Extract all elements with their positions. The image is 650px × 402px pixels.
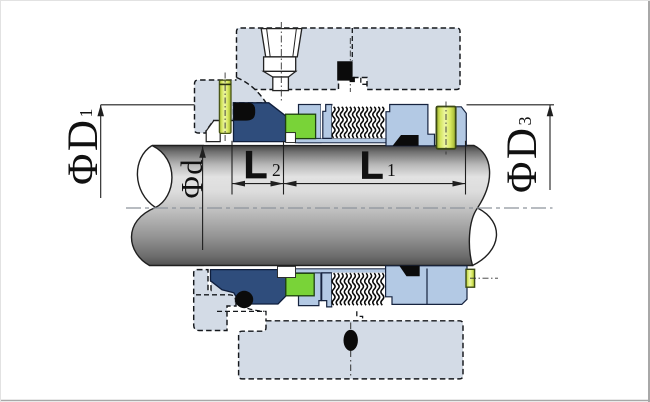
svg-text:1: 1 — [387, 160, 396, 180]
svg-text:L: L — [360, 145, 384, 188]
svg-text:Φd: Φd — [175, 158, 209, 199]
svg-text:2: 2 — [272, 160, 281, 180]
svg-text:L: L — [244, 144, 268, 187]
svg-text:ΦD1: ΦD1 — [60, 106, 107, 185]
svg-text:ΦD3: ΦD3 — [499, 114, 546, 193]
